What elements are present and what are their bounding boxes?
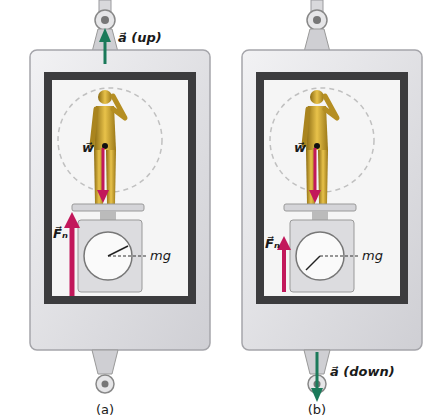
- weight-label: w⃗: [294, 140, 306, 156]
- elevator-a: [30, 0, 210, 393]
- acceleration-arrowhead: [311, 388, 323, 402]
- normal-force-label: F⃗ₙ: [265, 236, 280, 252]
- panel-label: (b): [308, 402, 326, 418]
- normal-force-arrow: [70, 226, 75, 296]
- elevator-b: [242, 0, 422, 393]
- acceleration-label: a⃗ (up): [118, 30, 162, 46]
- dial-pointer: [108, 246, 128, 256]
- acceleration-arrow: [104, 40, 107, 64]
- normal-force-arrow: [282, 248, 286, 292]
- panel-label: (a): [96, 402, 114, 418]
- mg-label: mg: [150, 248, 171, 264]
- acceleration-label: a⃗ (down): [330, 364, 395, 380]
- normal-force-arrowhead: [64, 212, 80, 228]
- normal-force-label: F⃗ₙ: [53, 226, 68, 242]
- acceleration-arrow: [316, 352, 319, 390]
- dial-pointer: [306, 256, 320, 270]
- mg-label: mg: [362, 248, 383, 264]
- weight-label: w⃗: [82, 140, 94, 156]
- acceleration-arrowhead: [99, 28, 111, 42]
